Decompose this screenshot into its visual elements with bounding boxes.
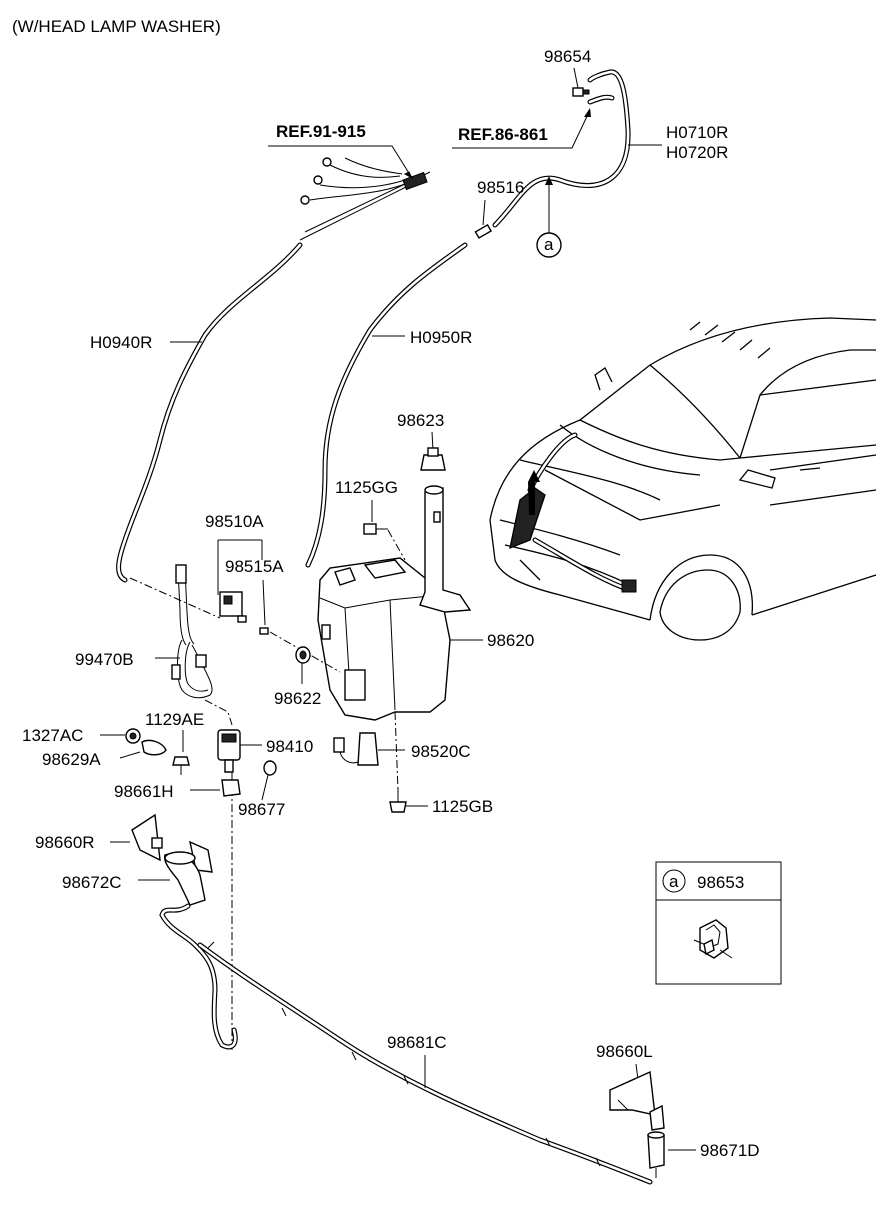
hose-stub: [587, 94, 615, 105]
joint-98661h-icon: [221, 779, 241, 797]
wiring-bundle-icon: [299, 157, 431, 241]
clip-98653-icon: [693, 919, 733, 959]
ref-86-861-label: REF.86-861: [458, 125, 548, 144]
label-98671d: 98671D: [700, 1141, 760, 1160]
bolt-1125gb-icon: [389, 788, 407, 813]
filler-neck: [419, 485, 472, 613]
harness-99470b-icon: [171, 564, 213, 699]
label-h0940r: H0940R: [90, 333, 152, 352]
label-98672c: 98672C: [62, 873, 122, 892]
vehicle-illustration: [489, 317, 877, 641]
sensor-98520c-icon: [333, 732, 379, 766]
connector-98516-icon: [474, 223, 493, 239]
label-98520c: 98520C: [411, 742, 471, 761]
label-1129ae: 1129AE: [145, 710, 204, 729]
cap-98623-icon: [420, 447, 446, 471]
label-circle-a: a: [544, 235, 554, 254]
clip-98515a-icon: [259, 627, 269, 635]
legend-box: [655, 861, 782, 985]
bolt-1125gg-icon: [363, 523, 388, 535]
hose-h0940r: [116, 242, 303, 583]
bolt-1129ae-icon: [172, 756, 190, 775]
label-98660r: 98660R: [35, 833, 95, 852]
hose-h0710r: [492, 69, 631, 228]
reservoir-98620: [317, 557, 451, 721]
marker-a-icon: [536, 176, 562, 258]
legend-part-number: 98653: [697, 873, 744, 892]
label-98677: 98677: [238, 800, 285, 819]
legend-circle-letter: a: [669, 872, 679, 891]
label-98681c: 98681C: [387, 1033, 447, 1052]
label-98660l: 98660L: [596, 1042, 653, 1061]
pump-98410-icon: [217, 729, 241, 773]
label-98515a: 98515A: [225, 557, 284, 576]
ring-98677-icon: [263, 760, 277, 776]
nozzle-98672c-icon: [163, 840, 213, 906]
label-1327ac: 1327AC: [22, 726, 83, 745]
hose-h0950r: [305, 242, 468, 568]
label-h0950r: H0950R: [410, 328, 472, 347]
hose-98681c: [159, 903, 653, 1185]
label-1125gb: 1125GB: [432, 797, 493, 816]
label-98510a: 98510A: [205, 512, 264, 531]
label-98622: 98622: [274, 689, 321, 708]
cap-98660r-icon: [131, 813, 163, 862]
nozzle-98671d-icon: [647, 1104, 665, 1178]
nut-1327ac-icon: [125, 728, 141, 744]
label-98654: 98654: [544, 47, 591, 66]
label-99470b: 99470B: [75, 650, 134, 669]
label-h0710r: H0710R: [666, 123, 728, 142]
label-h0720r: H0720R: [666, 143, 728, 162]
connector-98654-icon: [572, 87, 590, 97]
bracket-98629a-icon: [141, 739, 167, 756]
diagram-title: (W/HEAD LAMP WASHER): [12, 17, 221, 36]
label-1125gg: 1125GG: [335, 478, 398, 497]
pump-98510a-icon: [219, 591, 247, 623]
label-98516: 98516: [477, 178, 524, 197]
label-98623: 98623: [397, 411, 444, 430]
label-98410: 98410: [266, 737, 313, 756]
label-98629a: 98629A: [42, 750, 101, 769]
grommet-98622-icon: [295, 646, 311, 664]
ref-91-915-label: REF.91-915: [276, 122, 366, 141]
label-98620: 98620: [487, 631, 534, 650]
label-98661h: 98661H: [114, 782, 174, 801]
cap-98660l-icon: [609, 1070, 656, 1116]
